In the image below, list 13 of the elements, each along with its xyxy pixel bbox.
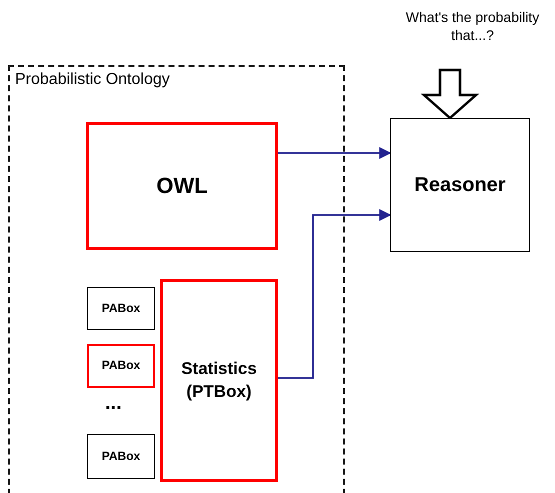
question-text: What's the probability that...? <box>395 4 550 48</box>
group-title: Probabilistic Ontology <box>15 71 170 89</box>
process-box: Statistics (PTBox) <box>160 279 278 482</box>
block-arrow <box>420 68 480 120</box>
arrow <box>276 147 392 159</box>
arrow <box>276 209 392 379</box>
process-box: OWL <box>86 122 278 250</box>
process-box: PABox <box>87 287 155 330</box>
process-box: PABox <box>87 344 155 388</box>
ellipsis-text: ... <box>105 392 122 415</box>
process-box: PABox <box>87 434 155 479</box>
dashed-group-frame <box>8 65 345 493</box>
process-box: Reasoner <box>390 118 530 252</box>
